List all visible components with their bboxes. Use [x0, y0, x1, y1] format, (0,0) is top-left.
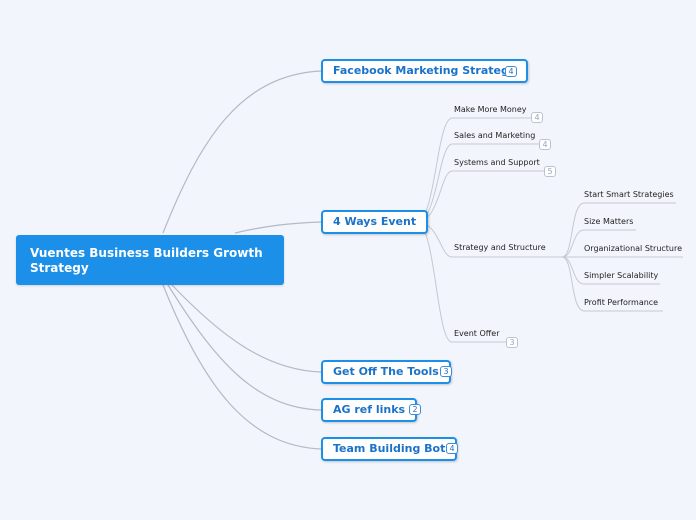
- topic-label: Team Building Bot: [333, 442, 446, 455]
- topic-label: 4 Ways Event: [333, 215, 417, 228]
- root-label: Vuentes Business Builders Growth Strateg…: [30, 246, 263, 275]
- topic-label: AG ref links: [333, 403, 406, 416]
- subtopic-count-badge[interactable]: 3: [506, 337, 518, 348]
- link-strategy-profit: [561, 256, 663, 312]
- subtopic-make-more-money[interactable]: Make More Money: [454, 105, 527, 114]
- subtopic-event-offer[interactable]: Event Offer: [454, 329, 500, 338]
- subtopic-sales-and-marketing[interactable]: Sales and Marketing: [454, 131, 536, 140]
- topic-count-badge[interactable]: 3: [440, 366, 452, 377]
- subtopic-simpler-scalability[interactable]: Simpler Scalability: [584, 271, 659, 280]
- subtopic-systems-and-support[interactable]: Systems and Support: [454, 158, 540, 167]
- link-root-getoff: [171, 284, 322, 373]
- link-root-agref: [167, 284, 322, 411]
- topic-label: Facebook Marketing Strategy: [333, 64, 517, 77]
- topic-ag-ref-links[interactable]: AG ref links: [321, 398, 418, 422]
- subtopic-size-matters[interactable]: Size Matters: [584, 217, 634, 226]
- root-node[interactable]: Vuentes Business Builders Growth Strateg…: [16, 235, 284, 285]
- subtopic-profit-performance[interactable]: Profit Performance: [584, 298, 659, 307]
- subtopic-count-badge[interactable]: 4: [531, 112, 543, 123]
- subtopic-organizational-structure[interactable]: Organizational Structure: [584, 244, 683, 253]
- topic-count-badge[interactable]: 2: [409, 404, 421, 415]
- link-root-team: [162, 284, 322, 450]
- topic-4-ways-event[interactable]: 4 Ways Event: [321, 210, 429, 234]
- topic-get-off-the-tools[interactable]: Get Off The Tools: [321, 360, 451, 384]
- link-root-facebook: [162, 70, 322, 234]
- link-root-4ways: [234, 221, 322, 234]
- topic-team-building-bot[interactable]: Team Building Bot: [321, 437, 458, 461]
- topic-label: Get Off The Tools: [333, 365, 439, 378]
- topic-count-badge[interactable]: 4: [505, 66, 517, 77]
- link-4ways-sales: [415, 143, 544, 223]
- topic-facebook-marketing-strategy[interactable]: Facebook Marketing Strategy: [321, 59, 529, 83]
- link-strategy-start: [561, 202, 676, 258]
- subtopic-count-badge[interactable]: 4: [539, 139, 551, 150]
- link-strategy-size: [561, 229, 636, 258]
- link-4ways-systems: [415, 170, 549, 223]
- subtopic-strategy-and-structure[interactable]: Strategy and Structure: [454, 243, 546, 252]
- link-4ways-event: [415, 221, 511, 343]
- subtopic-start-smart-strategies[interactable]: Start Smart Strategies: [584, 190, 674, 199]
- subtopic-count-badge[interactable]: 5: [544, 166, 556, 177]
- topic-count-badge[interactable]: 4: [446, 443, 458, 454]
